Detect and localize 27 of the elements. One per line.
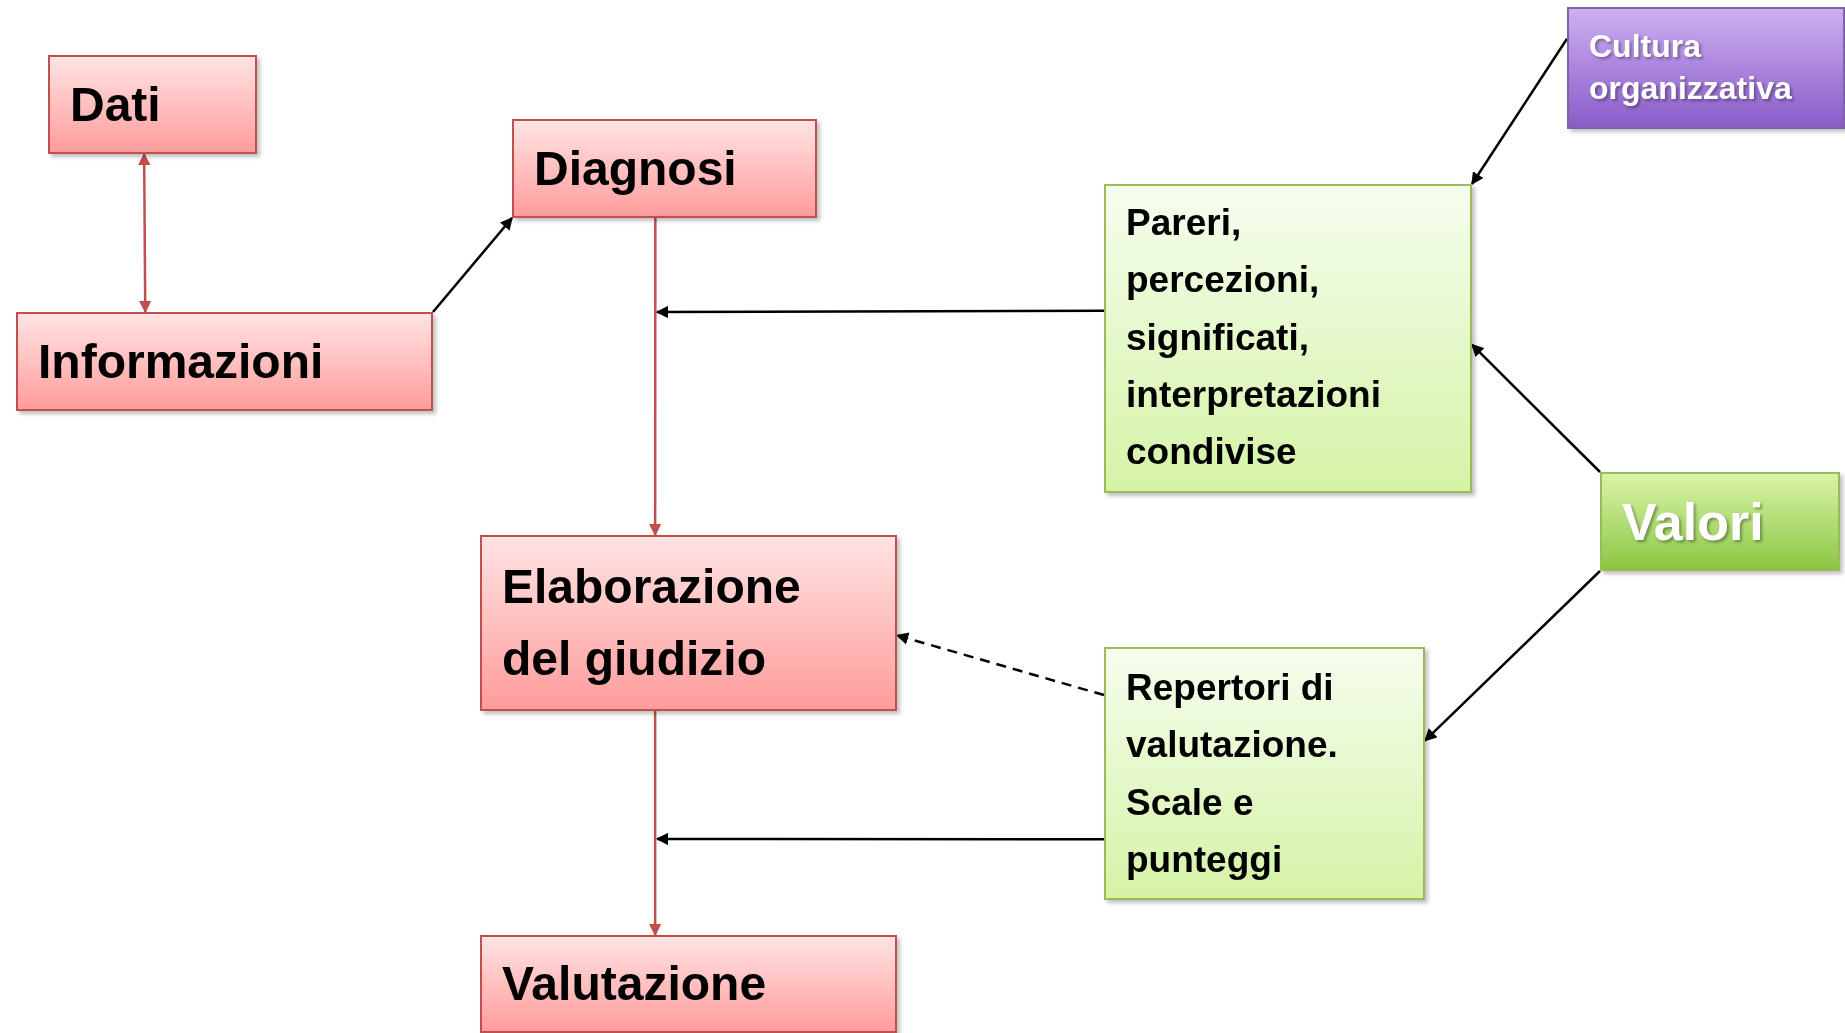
box-label: Repertori di valutazione. Scale e punteggi: [1126, 665, 1339, 882]
process-box: [1600, 472, 1840, 571]
process-box: [480, 535, 897, 711]
box-label: Elaborazione del giudizio: [502, 559, 802, 687]
arrow: [648, 218, 662, 537]
box-label: Valutazione: [502, 956, 767, 1012]
arrow: [1471, 343, 1601, 473]
box-label: Pareri, percezioni, significati, interpretazioni condivise: [1126, 201, 1382, 475]
process-box: [16, 312, 433, 411]
arrow: [432, 217, 513, 313]
arrow: [655, 305, 1104, 319]
arrow: [655, 832, 1104, 846]
process-box: [512, 119, 817, 218]
process-box: [1104, 647, 1425, 900]
process-box: [48, 55, 257, 154]
arrow: [137, 152, 152, 314]
box-label: Informazioni: [38, 333, 324, 390]
box-label: Cultura organizzativa: [1589, 27, 1793, 108]
box-label: Dati: [70, 76, 161, 133]
box-label: Diagnosi: [534, 140, 737, 197]
box-label: Valori: [1622, 491, 1764, 553]
process-box: [1104, 184, 1472, 493]
process-box: [1567, 7, 1845, 129]
arrow: [1424, 570, 1601, 742]
arrow: [648, 711, 662, 937]
process-box: [480, 935, 897, 1033]
arrow: [1470, 38, 1569, 186]
